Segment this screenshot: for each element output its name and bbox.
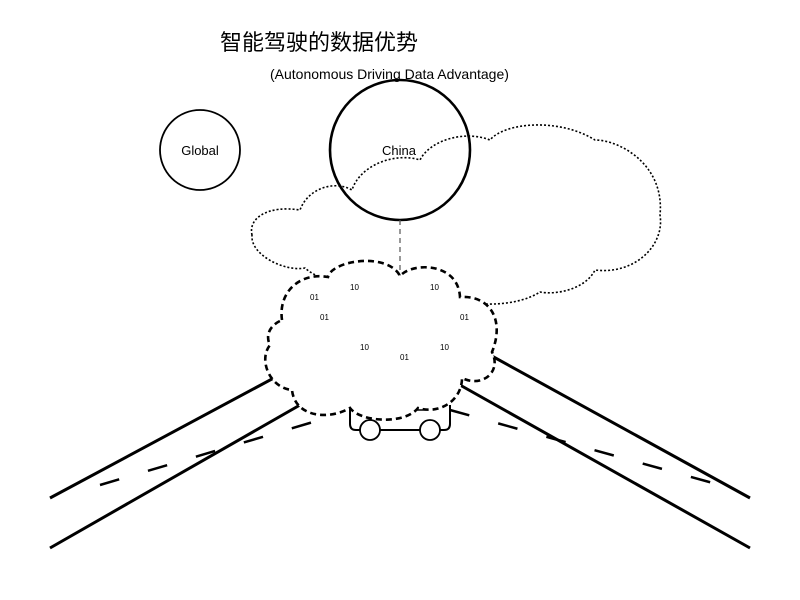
car-wheel-left [359, 419, 381, 441]
data-cloud [264, 259, 498, 421]
data-bits: 01 10 10 01 01 10 01 10 [310, 283, 469, 362]
car-wheel-right [419, 419, 441, 441]
diagram-title: 智能驾驶的数据优势 [220, 30, 418, 55]
data-bit: 10 [360, 343, 369, 352]
road-left [49, 370, 331, 550]
large-dotted-cloud [250, 124, 662, 305]
data-bit: 10 [350, 283, 359, 292]
global-label: Global [181, 143, 219, 158]
diagram-subtitle: (Autonomous Driving Data Advantage) [270, 66, 509, 82]
data-bit: 01 [400, 353, 409, 362]
data-bit: 01 [310, 293, 319, 302]
data-bit: 01 [320, 313, 329, 322]
data-bit: 10 [430, 283, 439, 292]
global-circle [159, 109, 241, 191]
china-label: China [382, 143, 417, 158]
data-bit: 01 [460, 313, 469, 322]
data-bit: 10 [440, 343, 449, 352]
road-left-center-dashes [99, 415, 331, 487]
road-right-center-dashes [449, 408, 721, 487]
road-right [449, 353, 751, 550]
